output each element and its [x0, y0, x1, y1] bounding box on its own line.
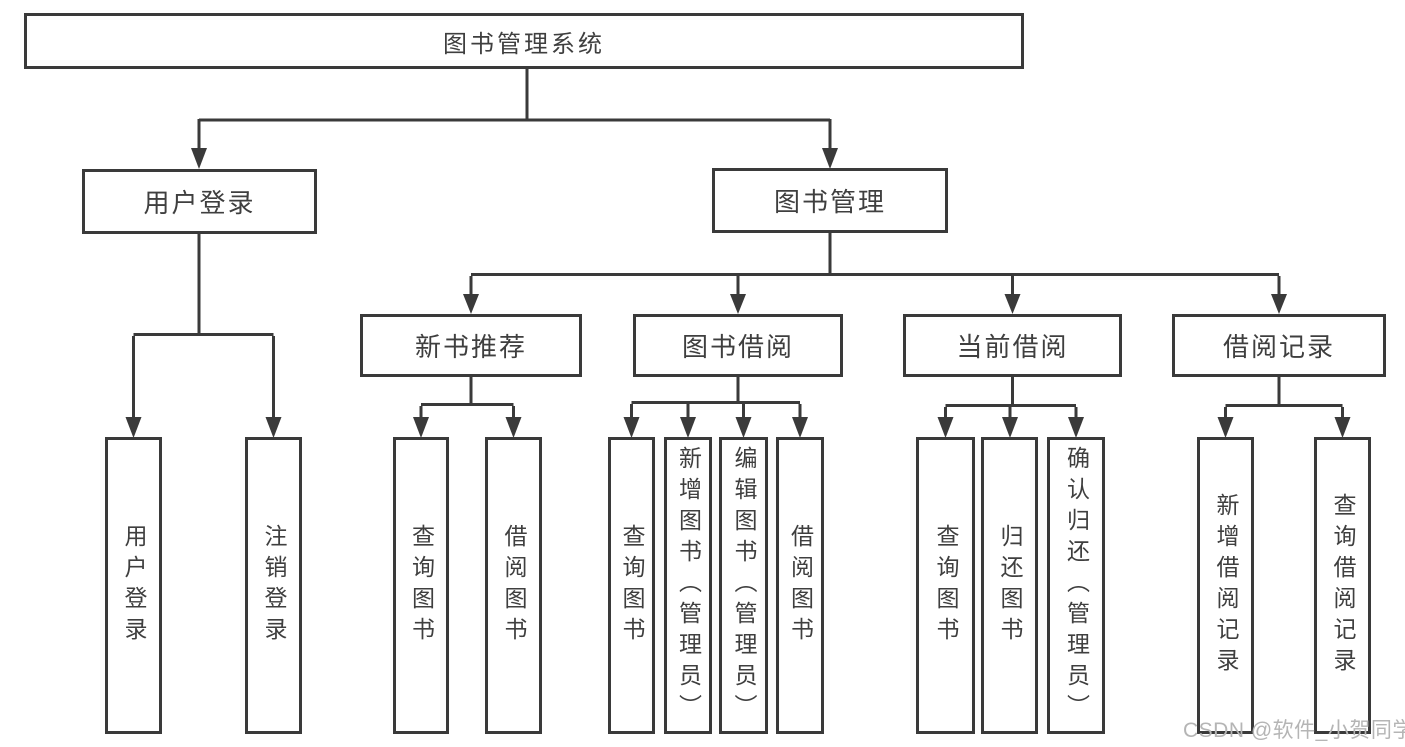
connector-book-mgmt — [463, 233, 1287, 314]
leaf-br-query-record: 查询借阅记录 — [1314, 437, 1371, 734]
node-new-recommend: 新书推荐 — [360, 314, 582, 377]
connector-book-borrow — [623, 377, 808, 438]
leaf-cb-return-books: 归还图书 — [981, 437, 1038, 734]
leaf-nr-query-books: 查询图书 — [393, 437, 449, 734]
connector-root — [191, 68, 838, 169]
leaf-cb-confirm-return-admin: 确认归还（管理员） — [1047, 437, 1105, 734]
leaf-user-login: 用户登录 — [105, 437, 162, 734]
node-book-mgmt: 图书管理 — [712, 168, 948, 233]
leaf-bb-add-books-admin: 新增图书（管理员） — [664, 437, 712, 734]
leaf-bb-query-books: 查询图书 — [608, 437, 655, 734]
leaf-nr-borrow-books: 借阅图书 — [485, 437, 542, 734]
connector-current-borrow — [937, 377, 1084, 438]
connector-borrow-records — [1217, 377, 1351, 438]
node-user-login: 用户登录 — [82, 169, 317, 234]
node-current-borrow: 当前借阅 — [903, 314, 1122, 377]
leaf-bb-borrow-books: 借阅图书 — [776, 437, 824, 734]
leaf-br-add-record: 新增借阅记录 — [1197, 437, 1254, 734]
leaf-bb-edit-books-admin: 编辑图书（管理员） — [719, 437, 768, 734]
node-book-borrow: 图书借阅 — [633, 314, 843, 377]
connector-new-recommend — [413, 377, 522, 438]
node-root-system: 图书管理系统 — [24, 13, 1024, 69]
leaf-logout: 注销登录 — [245, 437, 302, 734]
csdn-watermark: CSDN @软件_小贺同学 — [1183, 719, 1405, 742]
leaf-cb-query-books: 查询图书 — [916, 437, 975, 734]
connector-user-login — [125, 233, 282, 438]
node-borrow-records: 借阅记录 — [1172, 314, 1386, 377]
